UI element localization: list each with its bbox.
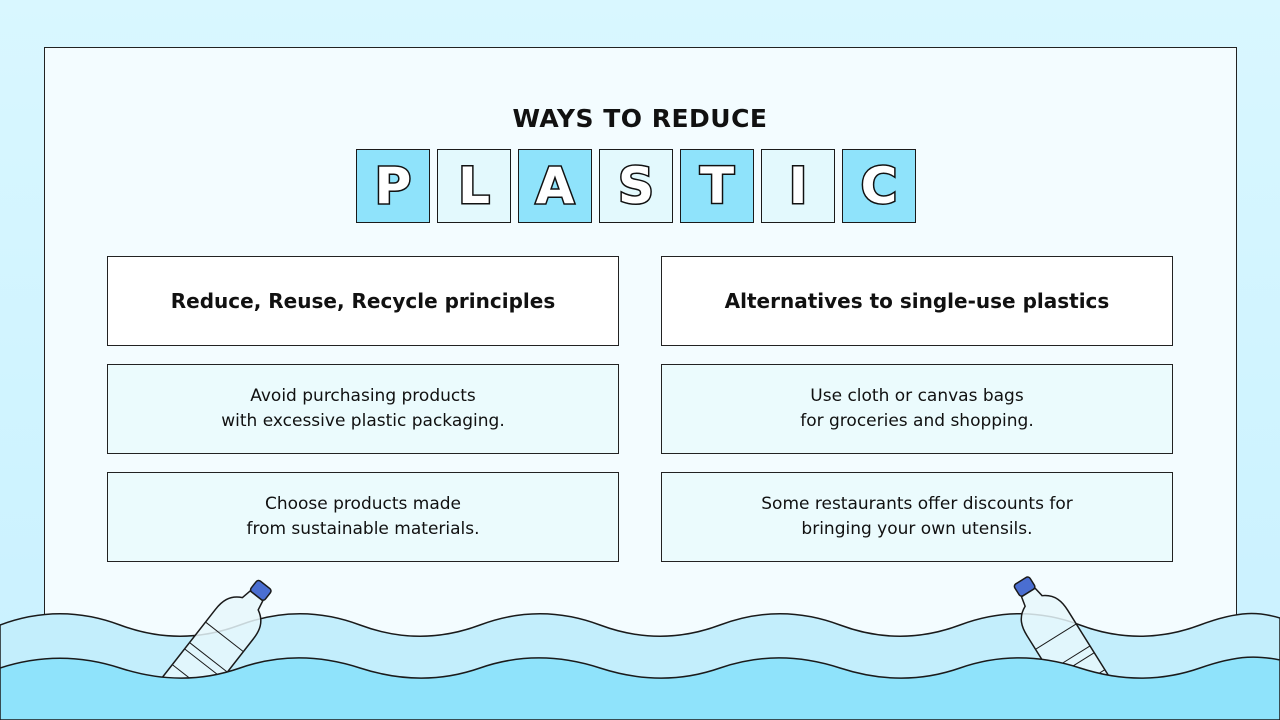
tip-text: Use cloth or canvas bags for groceries a… [800, 386, 1034, 431]
tip-text: Choose products made from sustainable ma… [246, 494, 480, 539]
letter: I [787, 157, 809, 215]
tip-box: Avoid purchasing products with excessive… [107, 364, 619, 454]
letter-tile: A [518, 149, 592, 223]
letter-tile: C [842, 149, 916, 223]
letter-tile: L [437, 149, 511, 223]
wave-decoration [0, 576, 1280, 720]
letter-tile: S [599, 149, 673, 223]
tip-text: Some restaurants offer discounts for bri… [761, 494, 1073, 539]
heading-text: Alternatives to single-use plastics [724, 289, 1110, 313]
letter: L [457, 157, 492, 215]
plastic-letter-tiles: P L A S T I C [356, 149, 916, 223]
letter: C [859, 157, 899, 215]
tip-box: Use cloth or canvas bags for groceries a… [661, 364, 1173, 454]
letter: A [534, 157, 576, 215]
heading-text: Reduce, Reuse, Recycle principles [170, 289, 556, 313]
letter: S [616, 157, 655, 215]
column-heading-alternatives: Alternatives to single-use plastics [661, 256, 1173, 346]
column-heading-reduce: Reduce, Reuse, Recycle principles [107, 256, 619, 346]
tip-box: Choose products made from sustainable ma… [107, 472, 619, 562]
letter-tile: I [761, 149, 835, 223]
page-title: WAYS TO REDUCE [512, 104, 768, 133]
letter-tile: P [356, 149, 430, 223]
tip-box: Some restaurants offer discounts for bri… [661, 472, 1173, 562]
letter-tile: T [680, 149, 754, 223]
tip-text: Avoid purchasing products with excessive… [221, 386, 505, 431]
letter: T [698, 157, 735, 215]
letter: P [373, 157, 413, 215]
